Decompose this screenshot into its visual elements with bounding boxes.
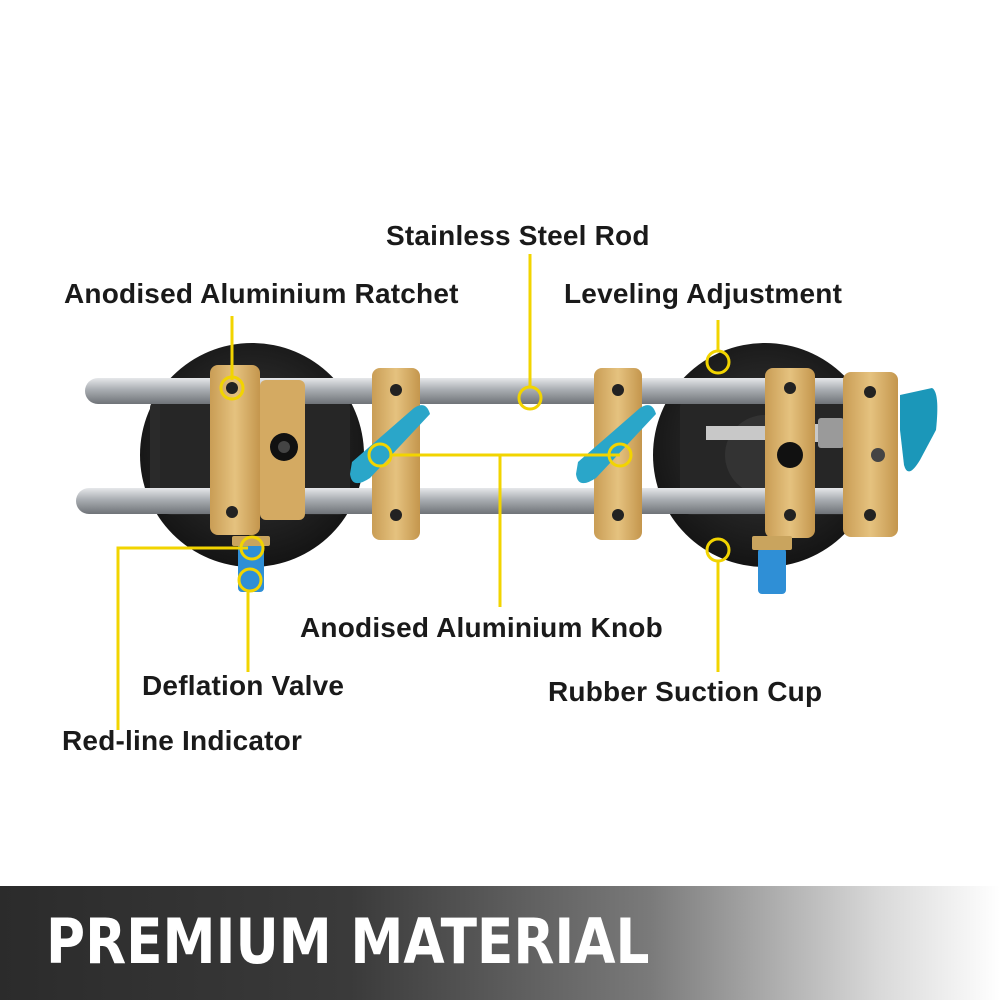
label-stainless-steel-rod: Stainless Steel Rod	[386, 220, 650, 251]
label-anodised-aluminium-ratchet: Anodised Aluminium Ratchet	[64, 278, 459, 309]
right-ratchet-block	[765, 368, 898, 538]
label-red-line-indicator: Red-line Indicator	[62, 725, 303, 756]
banner-title: PREMIUM MATERIAL	[46, 905, 650, 978]
callout-lines	[116, 254, 720, 730]
callout-markers	[219, 349, 731, 593]
anodised-ratchet-block	[210, 365, 305, 535]
label-rubber-suction-cup: Rubber Suction Cup	[548, 676, 823, 707]
aluminium-knob-left	[350, 405, 430, 484]
label-leveling-adjustment: Leveling Adjustment	[564, 278, 843, 309]
label-anodised-aluminium-knob: Anodised Aluminium Knob	[300, 612, 663, 643]
label-deflation-valve: Deflation Valve	[142, 670, 345, 701]
leveling-knob	[900, 388, 938, 472]
right-valve	[752, 536, 792, 594]
bottom-banner	[0, 886, 1000, 1000]
